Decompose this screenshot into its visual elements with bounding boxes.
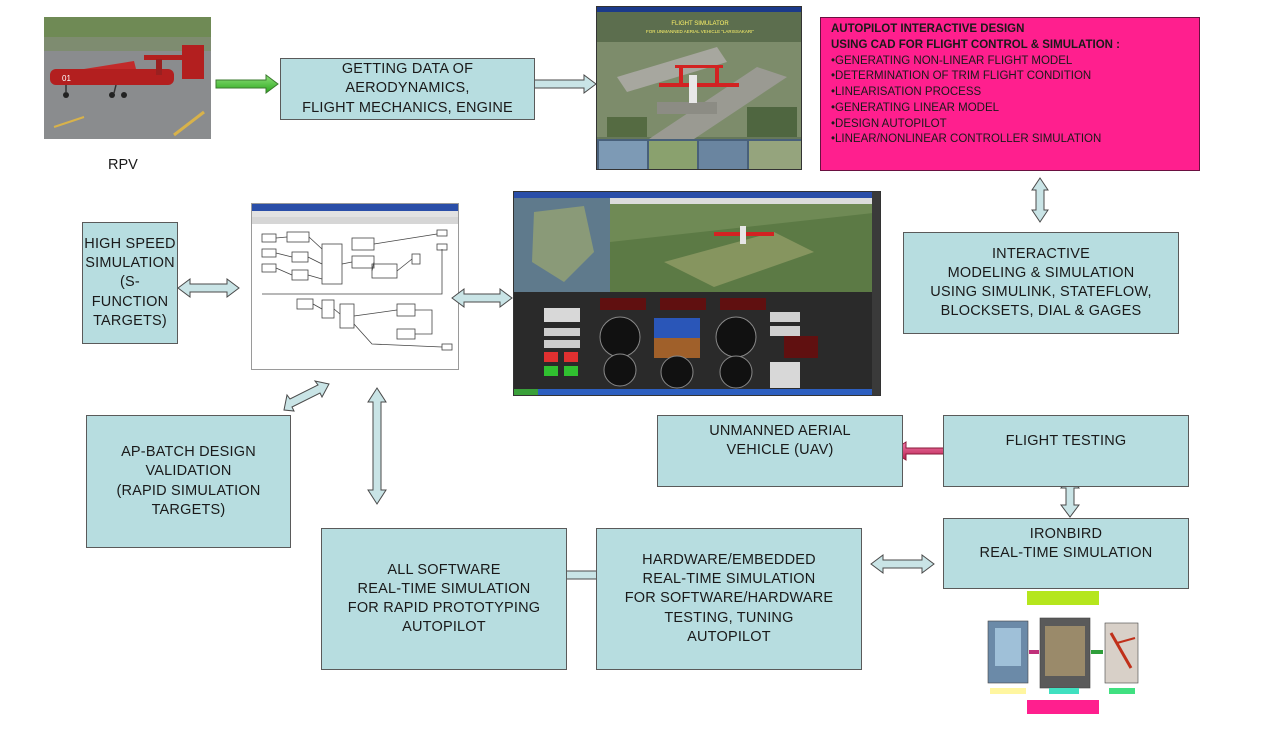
getting-data-label: GETTING DATA OF AERODYNAMICS, FLIGHT MEC… — [302, 61, 513, 116]
uav-box: UNMANNED AERIAL VEHICLE (UAV) — [657, 415, 903, 487]
ironbird-label: IRONBIRD REAL-TIME SIMULATION — [979, 526, 1153, 562]
arrow-simulink-allsoftware — [367, 387, 387, 505]
autopilot-title: AUTOPILOT INTERACTIVE DESIGN USING CAD F… — [831, 23, 1120, 51]
autopilot-step: GENERATING LINEAR MODEL — [831, 101, 1189, 117]
getting-data-box: GETTING DATA OF AERODYNAMICS, FLIGHT MEC… — [280, 58, 535, 120]
svg-text:FOR UNMANNED AERIAL VEHICLE "L: FOR UNMANNED AERIAL VEHICLE "LARISSAKARI… — [646, 29, 754, 34]
ironbird-setup-image — [987, 591, 1139, 714]
rpv-photo: 01 — [44, 17, 211, 139]
rpv-aircraft-image: 01 — [44, 17, 211, 139]
autopilot-step: LINEAR/NONLINEAR CONTROLLER SIMULATION — [831, 132, 1189, 148]
arrow-hardware-ironbird — [870, 554, 935, 574]
hardware-embedded-label: HARDWARE/EMBEDDED REAL-TIME SIMULATION F… — [624, 552, 834, 645]
simulink-model-screenshot — [251, 203, 459, 370]
arrow-data-to-simulator — [533, 74, 597, 94]
high-speed-simulation-label: HIGH SPEED SIMULATION (S-FUNCTION TARGET… — [84, 236, 176, 329]
autopilot-step: GENERATING NON-LINEAR FLIGHT MODEL — [831, 54, 1189, 70]
arrow-rpv-to-data — [215, 74, 279, 94]
rpv-caption: RPV — [108, 157, 138, 173]
autopilot-steps-list: GENERATING NON-LINEAR FLIGHT MODEL DETER… — [831, 54, 1189, 149]
svg-text:FLIGHT SIMULATOR: FLIGHT SIMULATOR — [671, 21, 729, 27]
ironbird-box: IRONBIRD REAL-TIME SIMULATION — [943, 518, 1189, 589]
uav-label: UNMANNED AERIAL VEHICLE (UAV) — [709, 423, 851, 459]
flight-simulator-cockpit-screenshot — [513, 191, 881, 396]
simulink-diagram-image — [252, 204, 458, 351]
arrow-highspeed-simulink — [177, 278, 240, 298]
arrow-autopilot-interactive — [1031, 177, 1049, 223]
autopilot-design-box: AUTOPILOT INTERACTIVE DESIGN USING CAD F… — [820, 17, 1200, 171]
interactive-modeling-box: INTERACTIVE MODELING & SIMULATION USING … — [903, 232, 1179, 334]
autopilot-step: DESIGN AUTOPILOT — [831, 117, 1189, 133]
all-software-box: ALL SOFTWARE REAL-TIME SIMULATION FOR RA… — [321, 528, 567, 670]
flight-sim-terrain-image: FLIGHT SIMULATOR FOR UNMANNED AERIAL VEH… — [597, 7, 801, 169]
ap-batch-design-box: AP-BATCH DESIGN VALIDATION (RAPID SIMULA… — [86, 415, 291, 548]
ap-batch-design-label: AP-BATCH DESIGN VALIDATION (RAPID SIMULA… — [116, 444, 261, 518]
arrow-simulink-apbatch — [283, 380, 330, 412]
autopilot-step: DETERMINATION OF TRIM FLIGHT CONDITION — [831, 69, 1189, 85]
cockpit-panel-image — [514, 192, 880, 395]
ironbird-hardware-photo — [985, 588, 1141, 716]
high-speed-simulation-box: HIGH SPEED SIMULATION (S-FUNCTION TARGET… — [82, 222, 178, 344]
flight-testing-label: FLIGHT TESTING — [1005, 433, 1127, 449]
autopilot-step: LINEARISATION PROCESS — [831, 85, 1189, 101]
flight-testing-box: FLIGHT TESTING — [943, 415, 1189, 487]
flight-simulator-screenshot: FLIGHT SIMULATOR FOR UNMANNED AERIAL VEH… — [596, 6, 802, 170]
svg-text:01: 01 — [62, 74, 71, 83]
interactive-modeling-label: INTERACTIVE MODELING & SIMULATION USING … — [930, 245, 1152, 320]
arrow-simulink-cockpit — [451, 288, 513, 308]
all-software-label: ALL SOFTWARE REAL-TIME SIMULATION FOR RA… — [347, 561, 541, 636]
hardware-embedded-box: HARDWARE/EMBEDDED REAL-TIME SIMULATION F… — [596, 528, 862, 670]
